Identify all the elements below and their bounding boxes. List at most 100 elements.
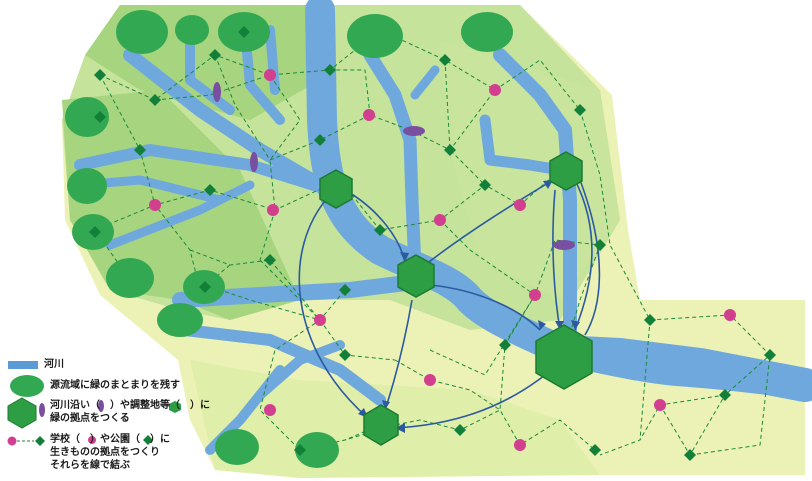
green-hexagon-icon	[397, 254, 435, 298]
green-diamond-icon	[764, 349, 776, 361]
arrow-head	[555, 321, 564, 330]
green-diamond-icon	[444, 144, 456, 156]
pink-dots	[149, 69, 736, 451]
legend-symbols	[7, 361, 181, 446]
green-hexagon-icon	[363, 404, 399, 446]
arrow-head	[400, 252, 409, 262]
green-ellipse-icon	[65, 97, 109, 137]
pink-dot-icon	[88, 436, 96, 444]
legend-node-label-1: 学校（ ）や公園（ ）に	[50, 434, 170, 445]
legend-node-label-3: それらを線で結ぶ	[50, 460, 130, 471]
headwater-ellipses	[65, 10, 513, 468]
purple-ellipse-icon	[250, 152, 258, 172]
pink-dot-icon	[264, 404, 276, 416]
dashed-link	[429, 294, 596, 451]
green-diamond-icon	[574, 104, 586, 116]
pink-dot-icon	[149, 199, 161, 211]
green-diamond-icon	[719, 389, 731, 401]
green-diamond-icon	[94, 69, 106, 81]
pink-dot-icon	[489, 84, 501, 96]
green-diamond-icon	[89, 226, 101, 238]
purple-ellipse-icon	[98, 400, 104, 412]
dashed-link	[189, 249, 396, 361]
dashed-link	[214, 54, 496, 161]
dashed-link	[439, 219, 601, 351]
pink-dot-icon	[267, 204, 279, 216]
green-ellipse-icon	[347, 14, 403, 58]
arrow-head	[395, 423, 405, 433]
legend-headwater-label: 源流域に緑のまとまりを残す	[50, 380, 180, 391]
green-ellipse-icon	[175, 15, 209, 45]
green-diamond-icon	[479, 179, 491, 191]
river-north-center-fork	[410, 65, 440, 100]
green-diamond-icon	[94, 111, 106, 123]
green-hexagon-icon	[549, 151, 583, 191]
green-ellipse-icon	[157, 303, 203, 337]
pink-dot-icon	[264, 69, 276, 81]
pink-dot-icon	[363, 109, 375, 121]
green-diamond-icon	[594, 239, 606, 251]
green-diamond-icon	[314, 134, 326, 146]
green-diamond-icon	[499, 339, 511, 351]
hub-arrows	[298, 179, 601, 429]
green-diamond-icon	[339, 349, 351, 361]
green-hexagon-icon	[7, 397, 37, 429]
arrow-link	[394, 374, 546, 429]
dashed-link	[204, 284, 381, 451]
arrow-head	[538, 320, 546, 330]
purple-ellipse-icon	[39, 403, 45, 417]
green-diamond-icon	[238, 26, 250, 38]
pink-dot-icon	[434, 214, 446, 226]
river-west-branch-4	[265, 25, 280, 95]
green-diamond-icon	[149, 94, 161, 106]
green-diamond-icon	[439, 54, 451, 66]
river-west-branch	[123, 48, 327, 192]
green-ellipse-icon	[106, 258, 154, 298]
purple-ellipse-icon	[553, 240, 575, 250]
pink-dot-icon	[724, 309, 736, 321]
purple-ellipse-icon	[403, 126, 425, 136]
river-sw-branch	[74, 144, 336, 196]
purple-ellipses	[213, 82, 575, 250]
green-diamond-icon	[204, 184, 216, 196]
legend-node-label-2: 生きものの拠点をつくり	[50, 447, 160, 458]
green-ellipse-icon	[215, 429, 259, 465]
green-diamond-icon	[454, 424, 466, 436]
dashed-link	[330, 59, 486, 186]
arrow-link	[384, 299, 413, 411]
pink-dot-icon	[514, 439, 526, 451]
green-ellipse-icon	[461, 12, 513, 52]
arrow-heads	[358, 180, 580, 433]
legend-river-label: 河川	[44, 359, 64, 370]
green-diamond-icon	[264, 254, 276, 266]
pink-dot-icon	[514, 199, 526, 211]
arrow-link	[552, 189, 561, 331]
green-ellipse-icon	[295, 432, 339, 468]
green-hexagon-icon	[319, 169, 353, 209]
arrow-link	[298, 194, 369, 419]
green-diamond-icon	[143, 435, 153, 445]
green-hexagon-icon	[535, 324, 593, 390]
dashed-link	[579, 109, 771, 456]
green-diamond-icon	[589, 444, 601, 456]
pink-dot-icon	[7, 436, 17, 446]
pink-dot-icon	[529, 289, 541, 301]
purple-ellipse-icon	[213, 82, 221, 102]
green-ellipse-icon	[116, 10, 168, 54]
pink-dot-icon	[654, 399, 666, 411]
arrow-link	[429, 284, 541, 331]
green-diamond-icon	[134, 144, 146, 156]
river-northeast-branch	[479, 114, 566, 176]
green-ellipse-icon	[67, 168, 107, 204]
green-diamond-icon	[644, 314, 656, 326]
river-band-icon	[8, 361, 38, 369]
green-diamond-icon	[374, 224, 386, 236]
green-diamond-icon	[294, 444, 306, 456]
green-ellipse-icon	[10, 375, 44, 397]
river-north-center	[363, 48, 422, 275]
green-diamond-icon	[35, 436, 45, 446]
green-diamonds	[89, 26, 776, 461]
green-diamond-icon	[324, 64, 336, 76]
legend-hub-label-1: 河川沿い（ ）や調整地等（ ）に	[50, 400, 210, 411]
arrow-link	[574, 179, 593, 331]
